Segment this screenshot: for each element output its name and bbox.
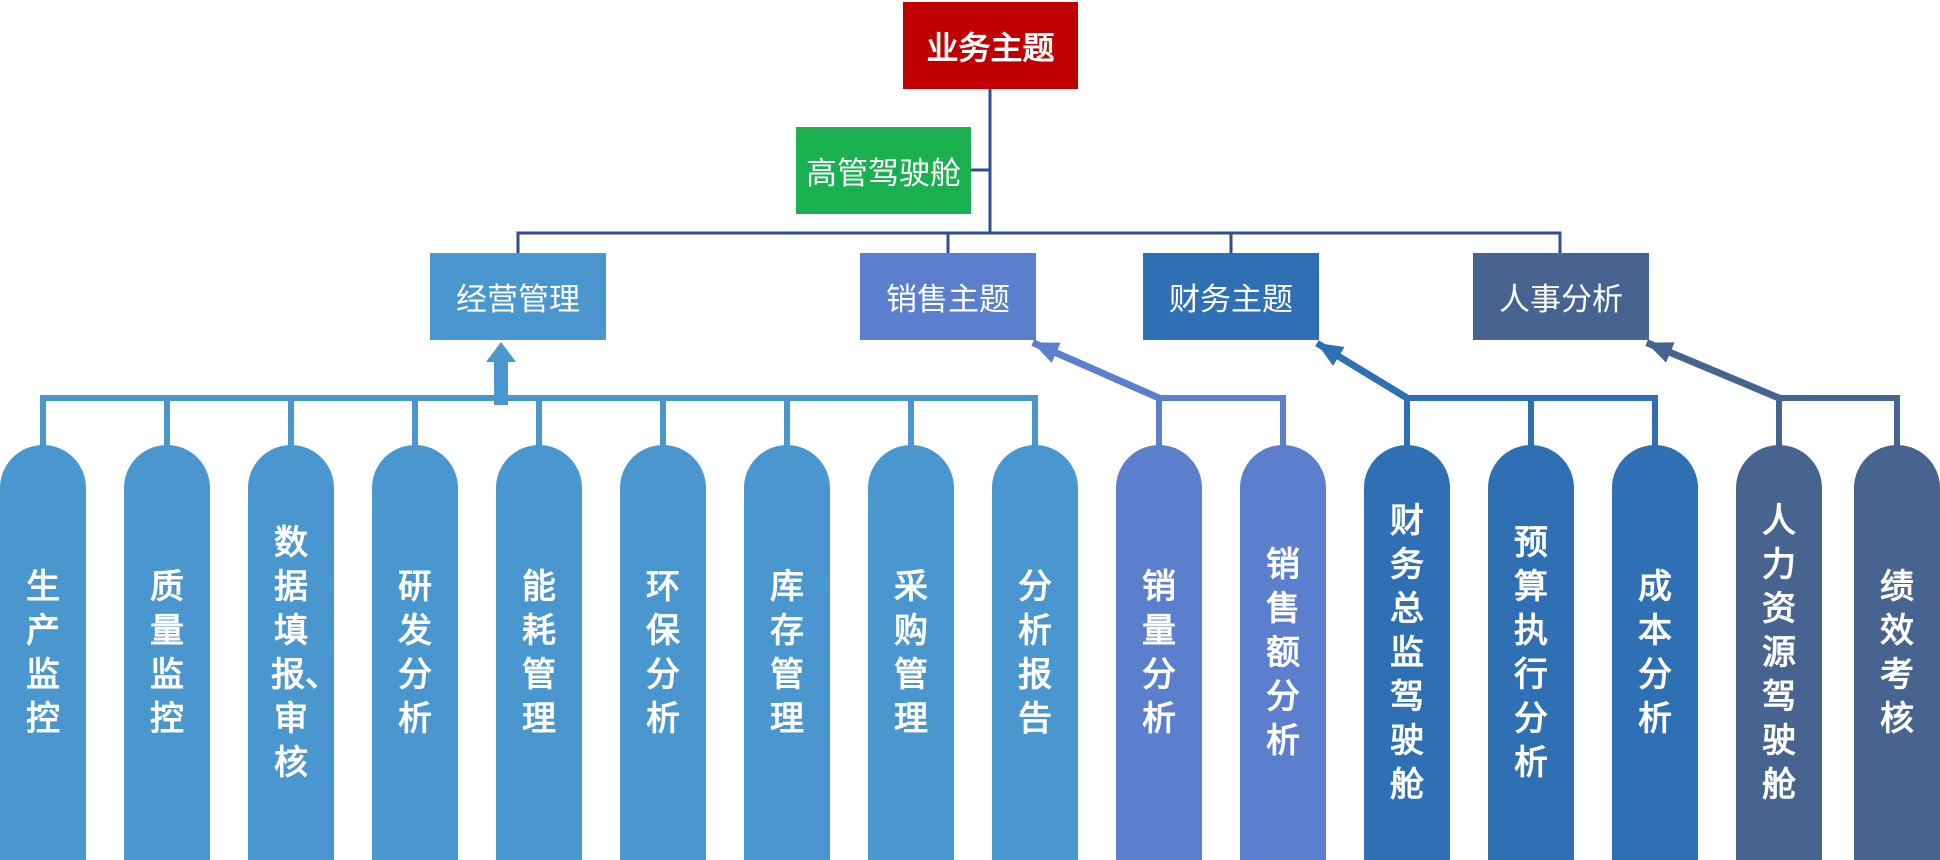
leaf-budget-execution-analysis: 预算执行分析 xyxy=(1488,445,1574,860)
leaf-energy-management: 能耗管理 xyxy=(496,445,582,860)
leaf-rd-analysis: 研发分析 xyxy=(372,445,458,860)
category-hr-box: 人事分析 xyxy=(1473,253,1649,340)
leaf-sales-volume-analysis: 销量分析 xyxy=(1116,445,1202,860)
arrow-hr-head xyxy=(1646,342,1675,363)
category-finance-box: 财务主题 xyxy=(1143,253,1319,340)
leaf-sales-amount-analysis: 销售额分析 xyxy=(1240,445,1326,860)
leaf-procurement-management: 采购管理 xyxy=(868,445,954,860)
arrow-finance-head xyxy=(1316,342,1345,366)
root-topic-box: 业务主题 xyxy=(903,2,1078,89)
leaf-data-entry-review: 数据填报、审核 xyxy=(248,445,339,860)
leaf-production-monitoring: 生产监控 xyxy=(0,445,86,860)
leaf-quality-monitoring: 质量监控 xyxy=(124,445,210,860)
leaf-inventory-management: 库存管理 xyxy=(744,445,830,860)
leaf-environmental-analysis: 环保分析 xyxy=(620,445,706,860)
arrow-sales-shaft xyxy=(1031,339,1164,403)
leaf-cost-analysis: 成本分析 xyxy=(1612,445,1698,860)
arrow-sales-head xyxy=(1032,342,1061,363)
category-operations-box: 经营管理 xyxy=(430,253,606,340)
arrow-operations-head xyxy=(486,342,516,362)
leaf-analysis-report: 分析报告 xyxy=(992,445,1078,860)
category-sales-box: 销售主题 xyxy=(860,253,1036,340)
leaf-hr-cockpit: 人力资源驾驶舱 xyxy=(1736,445,1822,860)
leaf-cfo-cockpit: 财务总监驾驶舱 xyxy=(1364,445,1450,860)
leaf-performance-appraisal: 绩效考核 xyxy=(1854,445,1940,860)
executive-cockpit-box: 高管驾驶舱 xyxy=(796,127,971,214)
arrow-hr-shaft xyxy=(1645,339,1784,403)
